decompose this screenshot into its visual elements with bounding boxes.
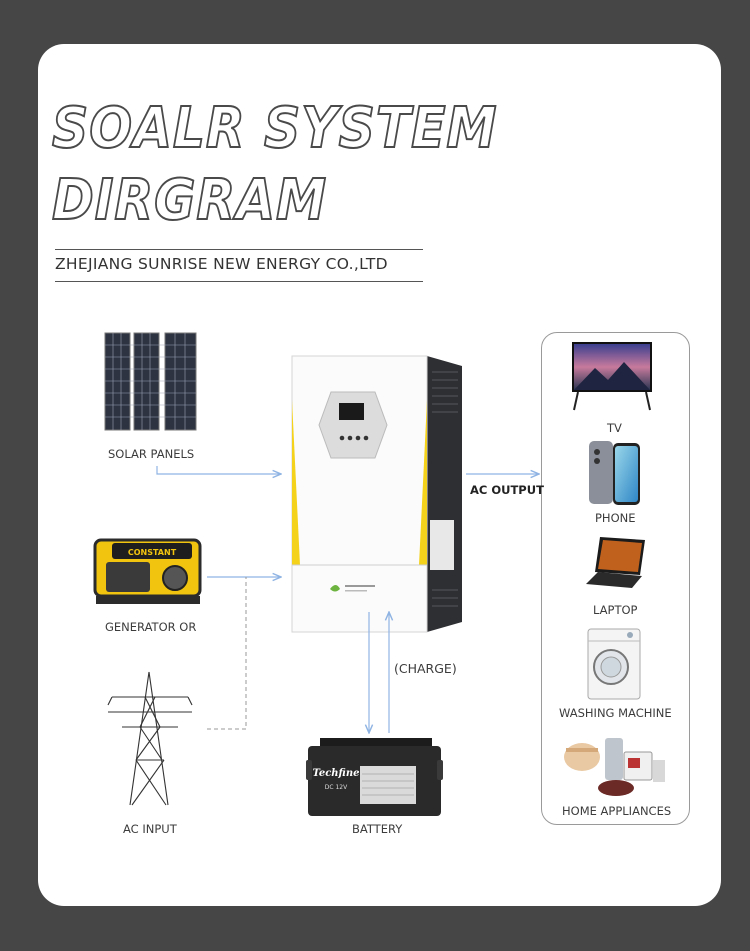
- battery-image: Techfine DC 12V: [306, 738, 443, 816]
- charge-label: (CHARGE): [394, 661, 457, 676]
- home-appliances-image: [564, 738, 665, 796]
- solar-to-inverter-arrow: [156, 466, 281, 474]
- generator-image: CONSTANT: [93, 538, 202, 604]
- battery-brand: Techfine: [313, 768, 360, 779]
- battery-label: BATTERY: [352, 822, 403, 836]
- battery-model: DC 12V: [325, 784, 348, 791]
- phone-label: PHONE: [595, 511, 636, 525]
- output-devices-box: [541, 332, 690, 825]
- inverter-image: [291, 355, 462, 633]
- laptop-image: [586, 537, 645, 588]
- ac-input-dashed-connector: [207, 577, 247, 730]
- transmission-tower-image: [107, 671, 193, 806]
- tv-image: [572, 342, 652, 411]
- ac-input-label: AC INPUT: [123, 822, 177, 836]
- laptop-label: LAPTOP: [593, 603, 638, 617]
- bottom-rule: [55, 281, 423, 282]
- washing-machine-image: [587, 628, 641, 700]
- generator-brand: CONSTANT: [128, 548, 177, 557]
- ac-output-label: AC OUTPUT: [470, 483, 544, 497]
- top-rule: [55, 249, 423, 250]
- home-appliances-label: HOME APPLIANCES: [562, 804, 672, 818]
- tv-label: TV: [607, 421, 622, 435]
- title-line-1: SOALR SYSTEM: [51, 95, 498, 162]
- washing-machine-label: WASHING MACHINE: [559, 706, 672, 720]
- solar-panels-image: [104, 332, 197, 431]
- company-name: ZHEJIANG SUNRISE NEW ENERGY CO.,LTD: [55, 255, 388, 273]
- solar-panels-label: SOLAR PANELS: [108, 447, 195, 461]
- title-line-2: DIRGRAM: [51, 167, 328, 234]
- phone-image: [589, 441, 640, 505]
- generator-label: GENERATOR OR: [105, 620, 197, 634]
